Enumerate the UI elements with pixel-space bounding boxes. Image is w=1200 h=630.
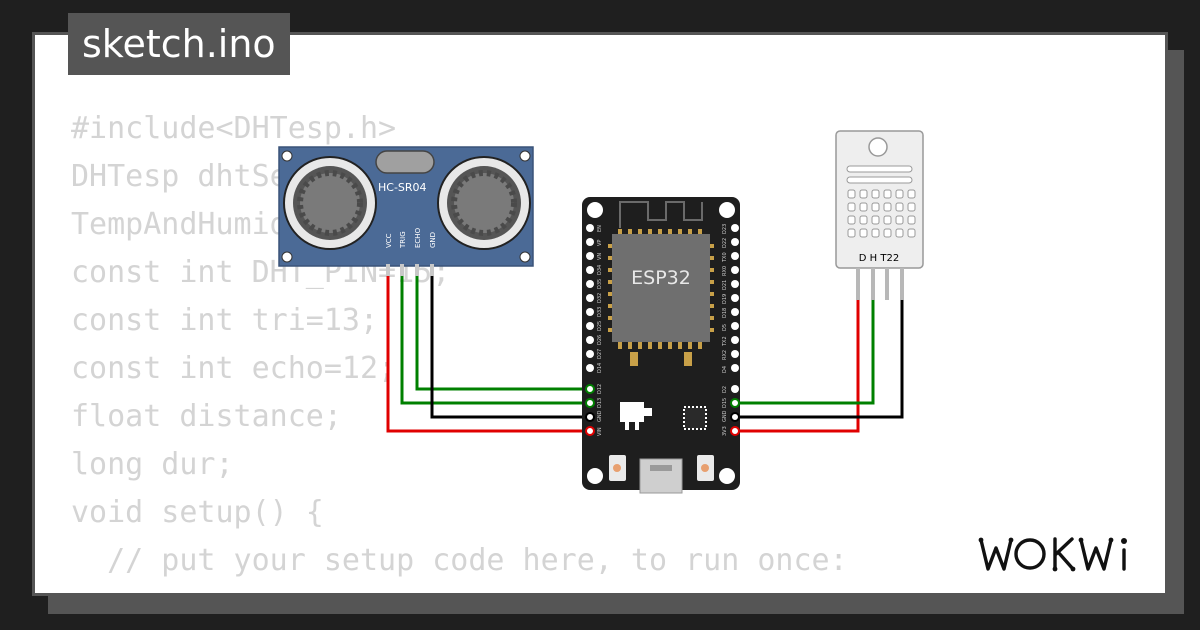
code-line: const int echo=12; — [71, 351, 397, 386]
transducer-left — [283, 156, 377, 250]
wire-vcc-vin — [386, 270, 590, 433]
boot-button[interactable] — [697, 455, 714, 481]
code-editor: #include<DHTesp.h>DHTesp dhtSensor;TempA… — [71, 105, 848, 593]
pin-label-d18: D18 — [722, 308, 728, 318]
pin-label-d26: D26 — [597, 335, 603, 345]
code-line: Serial.begin(115200); — [71, 585, 848, 593]
pin-label-d34: D34 — [597, 265, 603, 275]
wire-trig-d13 — [400, 270, 590, 405]
wire-echo-d12 — [415, 270, 590, 391]
pin-label-d32: D32 — [597, 293, 603, 303]
esp32-board[interactable]: ESP32 EN VP VN D34 D35 D32 D33 D25 D26 D… — [582, 197, 740, 494]
pin-label-d21: D21 — [722, 280, 728, 290]
pin-label-d5: D5 — [722, 324, 728, 331]
wires — [386, 270, 904, 433]
pin-label-d4: D4 — [722, 366, 728, 373]
pin-label-tx0: TX0 — [722, 252, 728, 263]
pin-label-d27: D27 — [597, 349, 603, 359]
pin-label-d2: D2 — [722, 386, 728, 393]
esp32-label: ESP32 — [631, 267, 691, 289]
pin-label-echo: ECHO — [414, 227, 422, 248]
usb-port — [639, 458, 683, 494]
pin-label-gnd: GND — [429, 232, 437, 248]
pin-label-d15: D15 — [722, 398, 728, 408]
hc-sr04-label: HC-SR04 — [378, 181, 427, 194]
hc-sr04-module[interactable]: HC-SR04 VCC TRIG ECHO GND — [278, 146, 534, 276]
dht22-label: D H T22 — [859, 253, 899, 264]
pin-label-d12: D12 — [597, 384, 603, 394]
pin-label-d14: D14 — [597, 363, 603, 373]
pin-label-en: EN — [597, 225, 603, 232]
wokwi-logo-mark — [978, 537, 1127, 572]
pin-label-vcc: VCC — [385, 233, 393, 248]
pin-label-tx2: TX2 — [722, 336, 728, 347]
dht22-sensor[interactable]: D H T22 — [835, 130, 924, 300]
wire-dht-vcc-3v3 — [735, 298, 860, 433]
wokwi-logo — [978, 532, 1150, 580]
esp32-module: ESP32 — [608, 229, 714, 366]
code-line: const int tri=13; — [71, 303, 379, 338]
pin-label-gnd-left: GND — [597, 410, 603, 422]
wire-dht-data-d15 — [735, 298, 875, 405]
pin-label-d13: D13 — [597, 398, 603, 408]
usb-uart-chip — [683, 406, 707, 430]
pin-label-gnd-right: GND — [722, 410, 728, 422]
voltage-regulator — [620, 402, 652, 430]
code-line: // put your setup code here, to run once… — [71, 543, 848, 578]
code-line: #include<DHTesp.h> — [71, 111, 397, 146]
pin-label-vp: VP — [597, 240, 603, 246]
pin-label-vn: VN — [597, 253, 603, 260]
file-tab[interactable]: sketch.ino — [68, 13, 290, 75]
pin-label-rx0: RX0 — [722, 266, 728, 276]
transducer-right — [437, 156, 531, 250]
code-line: void setup() { — [71, 495, 324, 530]
wire-ends — [585, 384, 740, 436]
pin-label-d35: D35 — [597, 279, 603, 289]
pin-label-3v3: 3V3 — [722, 426, 728, 436]
reset-button[interactable] — [609, 455, 626, 481]
pin-label-d33: D33 — [597, 307, 603, 317]
pin-label-d22: D22 — [722, 238, 728, 248]
pin-label-vin: VIN — [597, 427, 603, 436]
pin-label-d25: D25 — [597, 321, 603, 331]
pin-label-d23: D23 — [722, 224, 728, 234]
wire-gnd-gnd — [430, 270, 590, 419]
pin-label-trig: TRIG — [399, 231, 407, 249]
code-line: float distance; — [71, 399, 342, 434]
wire-dht-gnd-gnd — [735, 298, 904, 419]
pin-label-d19: D19 — [722, 294, 728, 304]
code-line: long dur; — [71, 447, 234, 482]
pin-label-rx2: RX2 — [722, 350, 728, 360]
